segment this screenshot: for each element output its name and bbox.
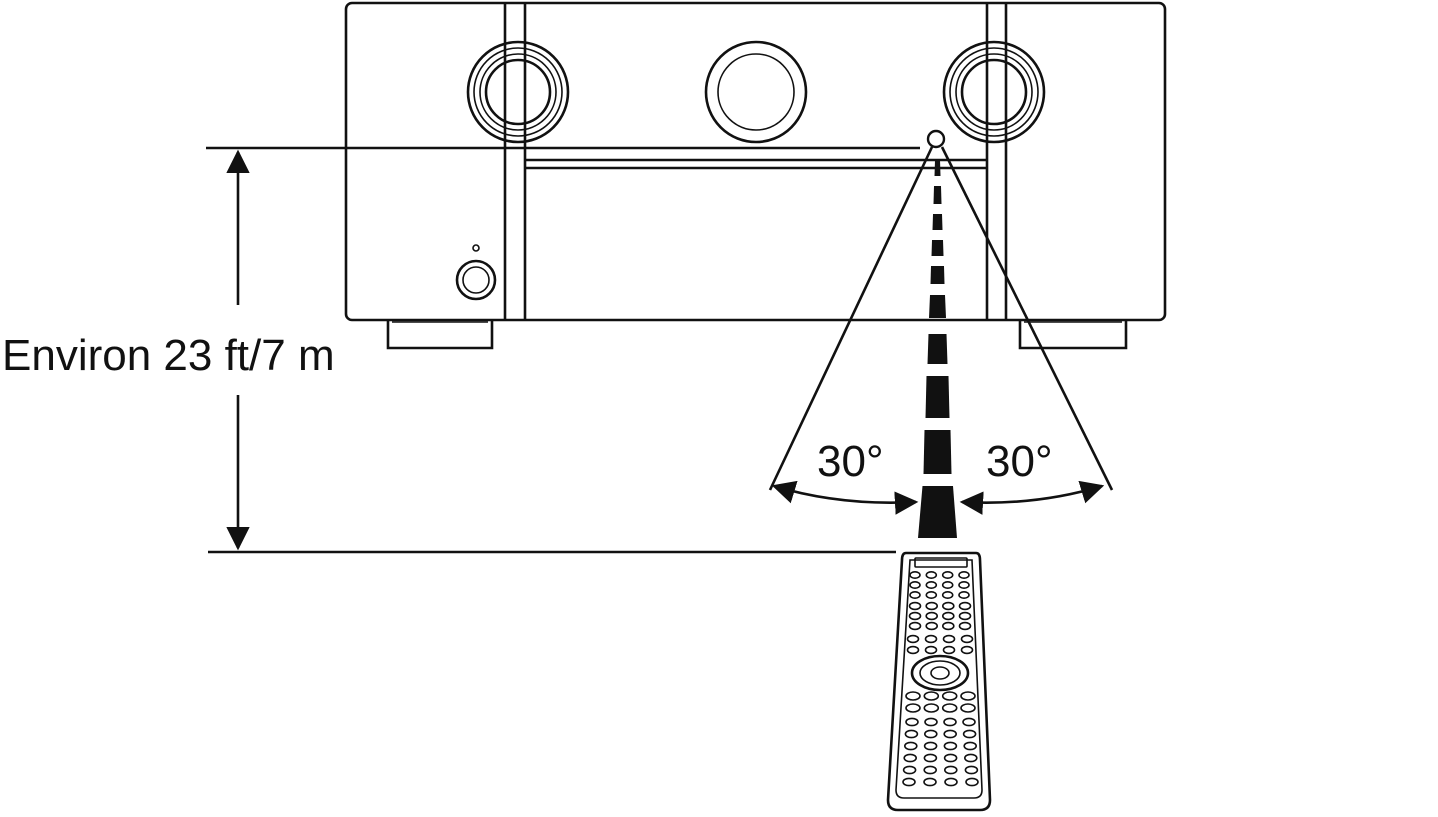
remote-button-icon xyxy=(908,601,922,611)
remote-button-icon xyxy=(925,590,938,599)
center-knob-icon xyxy=(704,40,808,144)
remote-button-icon xyxy=(924,645,938,655)
remote-button-icon xyxy=(906,634,920,644)
remote-button-icon xyxy=(942,634,956,644)
angle-right-label: 30° xyxy=(986,437,1053,486)
remote-button-icon xyxy=(943,765,958,775)
remote-button-icon xyxy=(943,741,958,751)
remote-button-icon xyxy=(943,729,958,739)
remote-button-icon xyxy=(906,645,920,655)
remote-button-icon xyxy=(941,691,958,701)
remote-button-icon xyxy=(958,601,972,611)
remote-button-icon xyxy=(942,645,956,655)
remote-button-icon xyxy=(962,729,977,739)
remote-button-icon xyxy=(963,741,978,751)
remote-button-icon xyxy=(908,621,922,631)
remote-button-icon xyxy=(941,590,954,599)
remote-button-icon xyxy=(923,765,938,775)
remote-button-icon xyxy=(941,580,954,589)
remote-button-icon xyxy=(943,717,957,727)
remote-button-icon xyxy=(902,765,917,775)
remote-button-icon xyxy=(905,691,921,701)
remote-button-icon xyxy=(904,729,919,739)
remote-button-icon xyxy=(941,611,955,621)
remote-button-icon xyxy=(903,741,918,751)
remote-button-icon xyxy=(925,621,939,631)
ir-sensor-icon xyxy=(926,129,946,149)
remote-button-icon xyxy=(941,601,955,611)
remote-button-icon xyxy=(909,580,921,589)
remote-button-icon xyxy=(960,645,974,655)
remote-button-icon xyxy=(960,634,974,644)
remote-button-icon xyxy=(960,691,976,701)
remote-button-icon xyxy=(925,611,939,621)
av-receiver-icon xyxy=(344,1,1167,350)
remote-button-icon xyxy=(908,611,922,621)
remote-button-icon xyxy=(903,753,918,763)
remote-button-icon xyxy=(944,777,958,787)
remote-button-icon xyxy=(925,601,939,611)
remote-button-icon xyxy=(963,753,978,763)
right-knob-icon xyxy=(942,40,1046,144)
remote-button-icon xyxy=(960,703,976,713)
remote-button-icon xyxy=(958,611,972,621)
signal-beam-icon xyxy=(918,160,957,538)
remote-button-icon xyxy=(902,777,916,787)
left-knob-icon xyxy=(466,40,570,144)
remote-button-icon xyxy=(923,703,940,713)
remote-button-icon xyxy=(943,753,958,763)
angle-left-label: 30° xyxy=(817,437,884,486)
remote-button-icon xyxy=(941,570,954,579)
angle-right-arc xyxy=(959,480,1105,515)
remote-control-icon xyxy=(886,551,992,812)
remote-button-icon xyxy=(958,621,972,631)
remote-button-icon xyxy=(958,570,970,579)
remote-button-icon xyxy=(962,717,976,727)
distance-label: Environ 23 ft/7 m xyxy=(2,331,335,380)
angle-left-arc xyxy=(771,480,919,515)
remote-button-icon xyxy=(909,590,921,599)
remote-button-icon xyxy=(909,570,921,579)
remote-button-icon xyxy=(925,580,938,589)
remote-button-icon xyxy=(923,729,938,739)
remote-button-icon xyxy=(923,777,937,787)
remote-button-icon xyxy=(924,634,938,644)
remote-button-icon xyxy=(924,717,938,727)
remote-button-icon xyxy=(923,753,938,763)
cone-right-line xyxy=(940,146,1114,491)
remote-button-icon xyxy=(905,703,921,713)
cone-left-line xyxy=(768,146,934,491)
remote-button-icon xyxy=(923,741,938,751)
remote-button-icon xyxy=(941,703,958,713)
power-button-icon xyxy=(455,244,497,301)
remote-button-icon xyxy=(964,765,979,775)
remote-button-icon xyxy=(958,590,970,599)
remote-dpad-icon xyxy=(910,654,970,692)
remote-button-icon xyxy=(925,570,938,579)
remote-button-icon xyxy=(941,621,955,631)
remote-button-icon xyxy=(965,777,979,787)
remote-button-icon xyxy=(958,580,970,589)
remote-button-icon xyxy=(905,717,919,727)
remote-button-icon xyxy=(923,691,940,701)
